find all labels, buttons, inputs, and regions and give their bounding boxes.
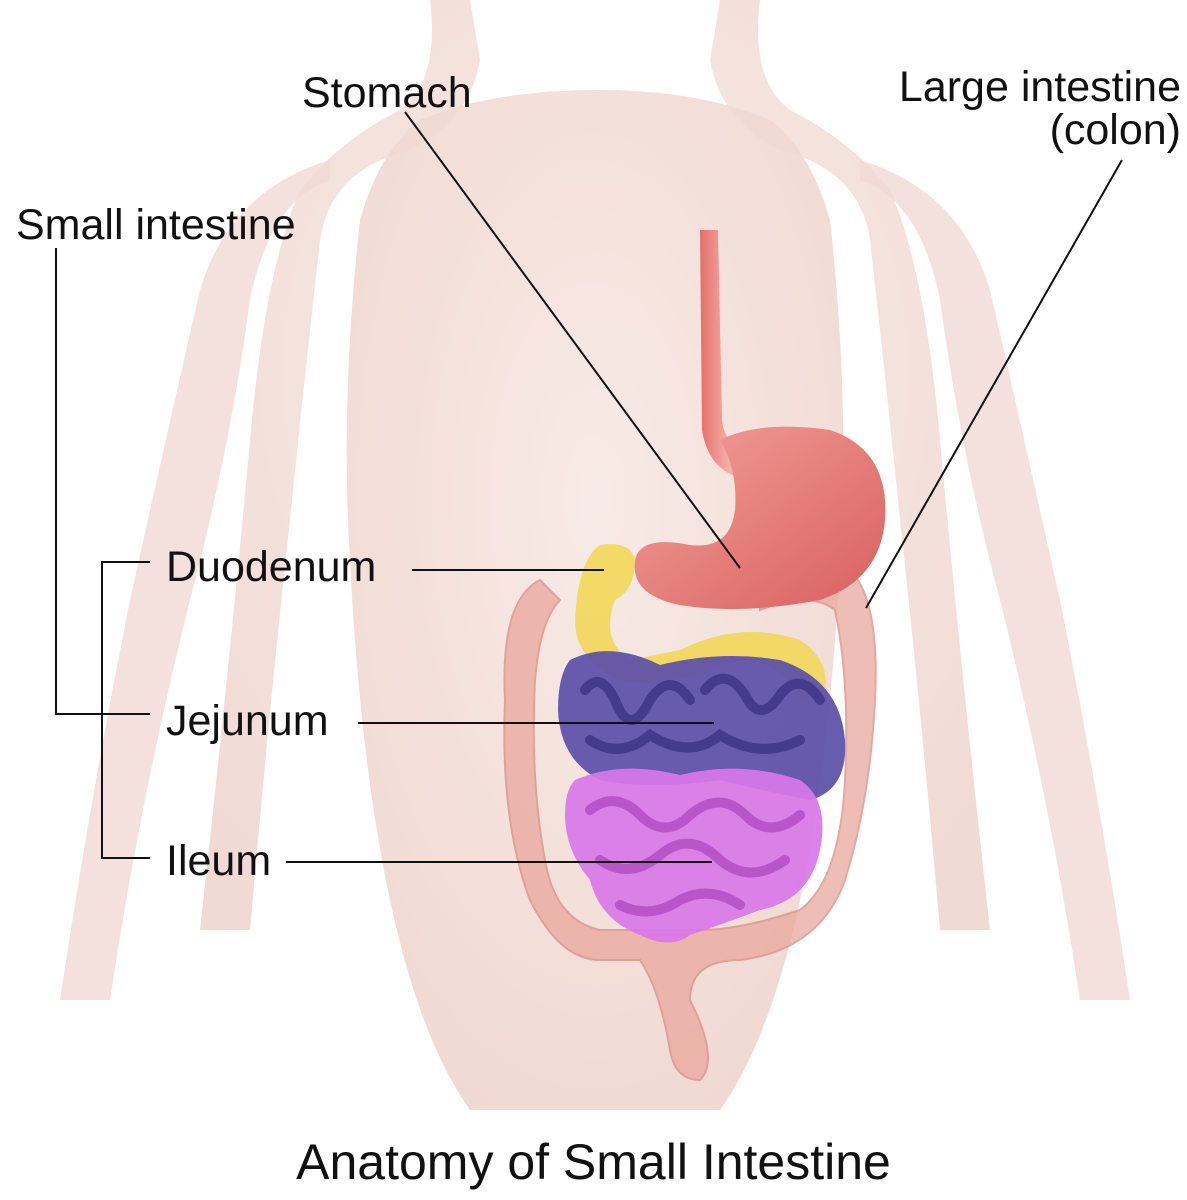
large-intestine-label: Large intestine (colon) — [899, 66, 1181, 152]
stomach-label: Stomach — [302, 72, 472, 115]
duodenum-label: Duodenum — [166, 546, 376, 589]
diagram-title: Anatomy of Small Intestine — [0, 1137, 1187, 1187]
jejunum-label: Jejunum — [166, 700, 329, 743]
small-intestine-label: Small intestine — [16, 204, 296, 247]
ileum-label: Ileum — [166, 840, 271, 883]
large-intestine-label-line2: (colon) — [899, 109, 1181, 152]
large-intestine-label-line1: Large intestine — [899, 66, 1181, 109]
